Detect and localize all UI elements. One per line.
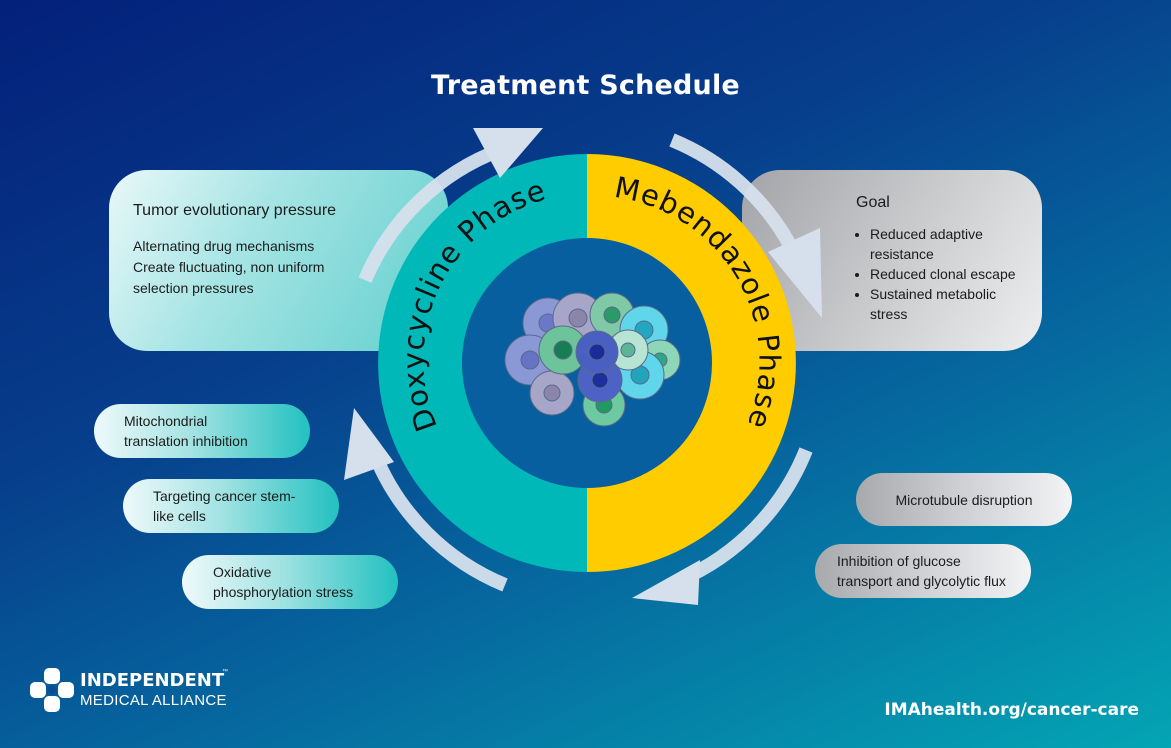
cycle-arrow-bottom-right	[677, 447, 813, 587]
tumor-pressure-line: selection pressures	[133, 280, 254, 296]
goal-item: Sustained metabolic stress	[870, 284, 1010, 324]
ima-logo-text: INDEPENDENT MEDICAL ALLIANCE	[80, 670, 227, 709]
goal-heading: Goal	[856, 194, 890, 211]
tumor-pressure-card: Tumor evolutionary pressure Alternating …	[109, 170, 448, 351]
mebe-effect-pill: Inhibition of glucose transport and glyc…	[815, 544, 1031, 598]
page-title: Treatment Schedule	[431, 70, 740, 101]
goal-item: Reduced adaptive resistance	[870, 224, 1000, 264]
mebe-effect-pill: Microtubule disruption	[856, 473, 1072, 526]
ima-cross-logo-icon	[30, 668, 74, 712]
tumor-pressure-line: Alternating drug mechanisms	[133, 238, 315, 254]
doxy-effect-pill: Targeting cancer stem-like cells	[123, 479, 339, 533]
tumor-pressure-heading: Tumor evolutionary pressure	[133, 202, 337, 219]
cycle-arrow-top-left	[358, 143, 503, 283]
website-url[interactable]: IMAhealth.org/cancer-care	[884, 700, 1139, 720]
arrow-head-icon	[768, 228, 822, 318]
cycle-arrow-top-right	[669, 133, 797, 249]
logo-line-1: INDEPENDENT	[80, 670, 225, 691]
doxy-effect-label: Targeting cancer stem-like cells	[153, 488, 296, 524]
doxy-effect-label: Oxidative phosphorylation stress	[213, 564, 354, 600]
goal-list: Reduced adaptive resistance Reduced clon…	[856, 224, 1042, 324]
logo-line-2: MEDICAL ALLIANCE	[80, 692, 227, 709]
doxy-effect-pill: Oxidative phosphorylation stress	[182, 555, 398, 609]
tumor-pressure-line: Create fluctuating, non uniform	[133, 259, 325, 275]
arrow-head-icon	[344, 408, 394, 480]
doxy-effect-pill: Mitochondrial translation inhibition	[94, 404, 310, 458]
trademark-mark: ™	[222, 669, 228, 675]
mebe-effect-label: Inhibition of glucose transport and glyc…	[837, 553, 1006, 589]
mebe-effect-label: Microtubule disruption	[895, 491, 1033, 508]
goal-item: Reduced clonal escape	[870, 264, 1042, 284]
cycle-arrow-bottom-left	[368, 452, 508, 592]
arrow-head-icon	[473, 128, 543, 178]
arrow-head-icon	[632, 560, 700, 605]
doxy-effect-label: Mitochondrial translation inhibition	[124, 413, 248, 449]
tumor-cell-cluster-icon	[504, 292, 681, 427]
